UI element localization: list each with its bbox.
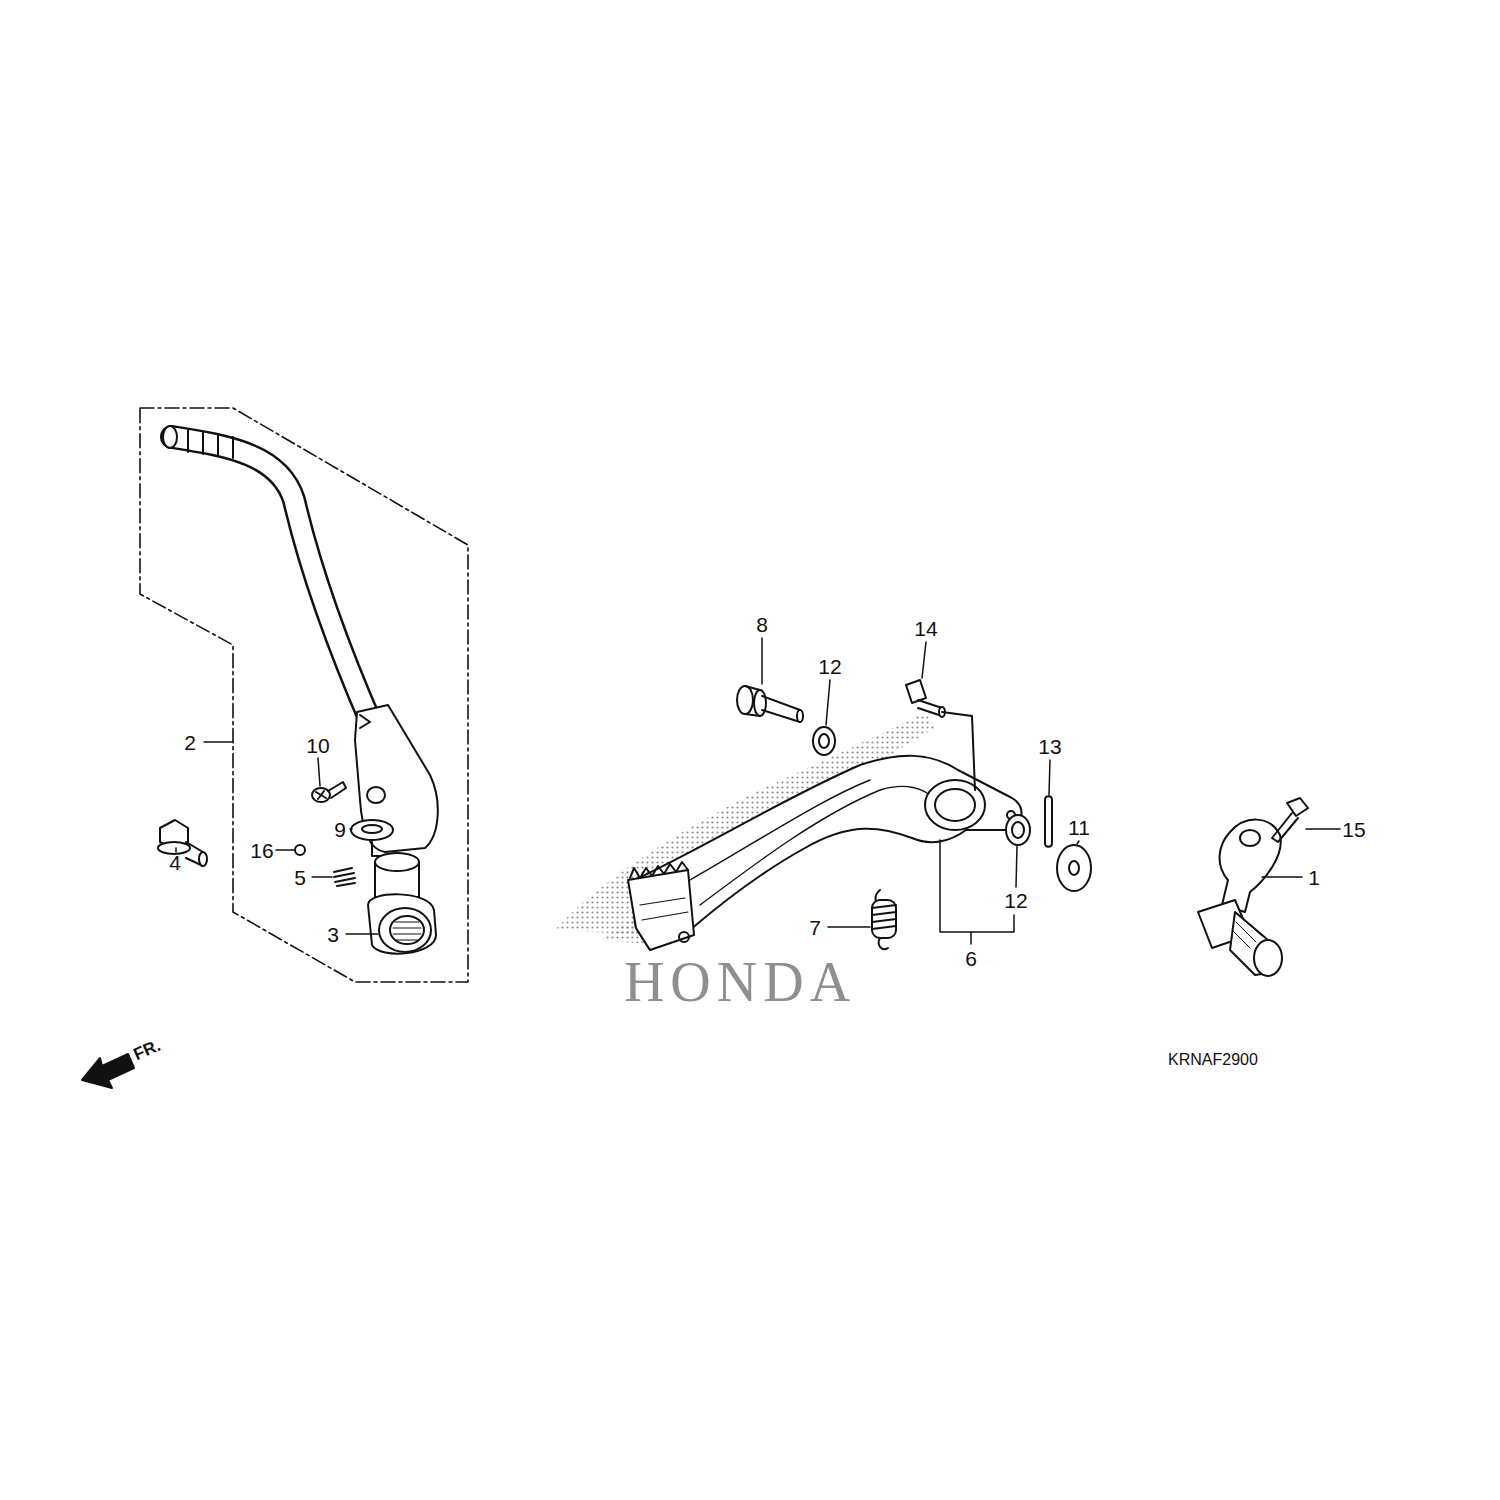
callout-number: 12 xyxy=(818,656,841,677)
cotter-pin xyxy=(1045,796,1052,847)
callout-number: 12 xyxy=(1004,890,1027,911)
brake-pedal xyxy=(628,756,1022,950)
joint-pin xyxy=(906,680,975,790)
return-spring xyxy=(872,890,896,949)
callout-number: 1 xyxy=(1308,867,1320,888)
callout-number: 5 xyxy=(294,867,306,888)
group-outline xyxy=(140,408,468,982)
callout-number: 13 xyxy=(1038,736,1061,757)
callout-number: 2 xyxy=(184,732,196,753)
kick-lever xyxy=(163,426,438,856)
gearshift-pedal xyxy=(1198,820,1282,976)
callout-number: 9 xyxy=(334,819,346,840)
screw xyxy=(312,782,346,802)
pivot-bolt xyxy=(737,686,803,722)
callout-number: 15 xyxy=(1342,819,1365,840)
dust-seal xyxy=(1006,815,1030,845)
washer xyxy=(1057,845,1091,891)
callout-number: 7 xyxy=(809,917,821,938)
spring xyxy=(334,868,355,886)
dust-seal xyxy=(813,727,835,755)
leader-lines xyxy=(176,638,1340,944)
kick-pivot xyxy=(368,853,436,954)
callout-number: 16 xyxy=(250,840,273,861)
seal xyxy=(351,820,393,840)
front-label: FR. xyxy=(131,1037,163,1064)
callout-number: 14 xyxy=(914,618,937,639)
callout-number: 11 xyxy=(1068,817,1090,838)
callout-number: 6 xyxy=(965,948,977,969)
callout-number: 10 xyxy=(306,735,329,756)
front-arrow xyxy=(82,1054,134,1088)
flange-bolt xyxy=(158,820,207,866)
steel-ball xyxy=(295,845,305,855)
callout-number: 8 xyxy=(756,614,768,635)
callout-number: 4 xyxy=(169,852,181,873)
callout-number: 3 xyxy=(327,924,339,945)
flange-bolt xyxy=(1272,798,1308,842)
diagram-code: KRNAF2900 xyxy=(1168,1052,1258,1068)
watermark: HONDA xyxy=(624,954,856,1010)
